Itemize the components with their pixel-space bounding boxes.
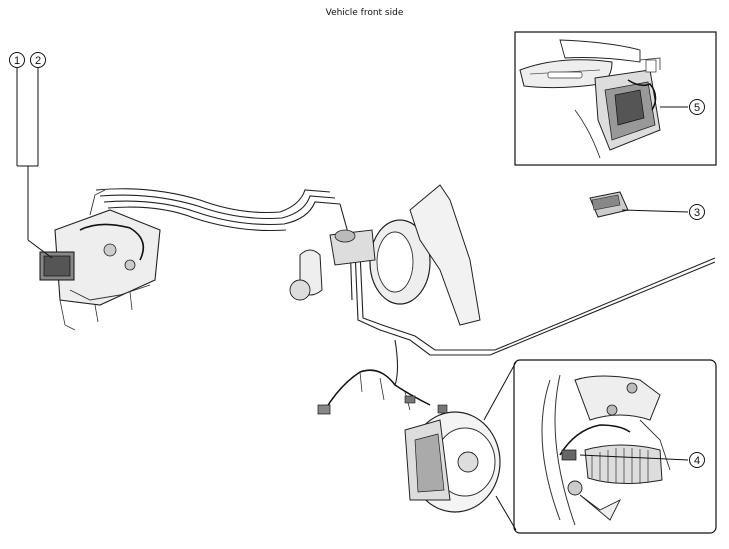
inset-leader-top xyxy=(483,361,517,421)
callout-4: 4 xyxy=(689,452,705,468)
callout-2-label: 2 xyxy=(35,55,41,67)
brake-booster xyxy=(289,184,481,326)
callout-4-label: 4 xyxy=(694,455,700,467)
front-brake-assembly xyxy=(317,369,501,513)
callout-leaders xyxy=(16,68,689,461)
callout-5: 5 xyxy=(689,99,705,115)
callout-2: 2 xyxy=(30,52,46,68)
diagram-title: Vehicle front side xyxy=(325,8,404,18)
part-3-module xyxy=(589,191,629,218)
abs-hydraulic-unit xyxy=(39,189,161,331)
callout-3: 3 xyxy=(689,204,705,220)
callout-5-label: 5 xyxy=(694,102,700,114)
callout-3-label: 3 xyxy=(694,207,700,219)
inset-detail-top xyxy=(514,31,717,166)
inset-detail-bottom xyxy=(513,359,717,534)
brake-lines xyxy=(95,188,716,386)
callout-1-label: 1 xyxy=(14,55,20,67)
inset-leader-bottom xyxy=(495,495,517,531)
callout-1: 1 xyxy=(9,52,25,68)
